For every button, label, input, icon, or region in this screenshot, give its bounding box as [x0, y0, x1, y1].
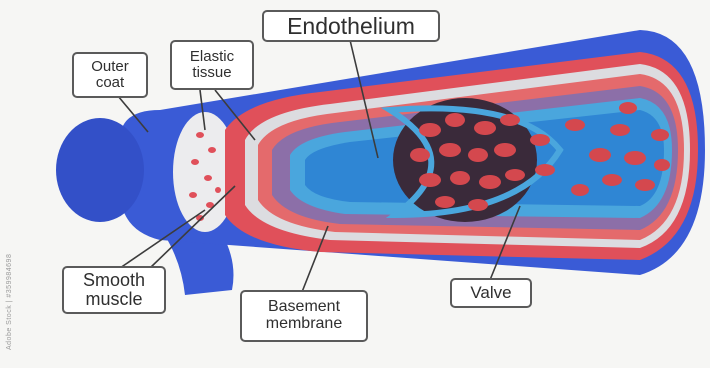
- watermark: Adobe Stock | #359984698: [6, 190, 13, 350]
- label-smooth-muscle: Smooth muscle: [62, 266, 166, 314]
- vein-end-cap: [56, 118, 144, 222]
- label-outer-coat: Outer coat: [72, 52, 148, 98]
- label-valve: Valve: [450, 278, 532, 308]
- label-endothelium: Endothelium: [262, 10, 440, 42]
- label-basement-membrane: Basement membrane: [240, 290, 368, 342]
- label-elastic-tissue: Elastic tissue: [170, 40, 254, 90]
